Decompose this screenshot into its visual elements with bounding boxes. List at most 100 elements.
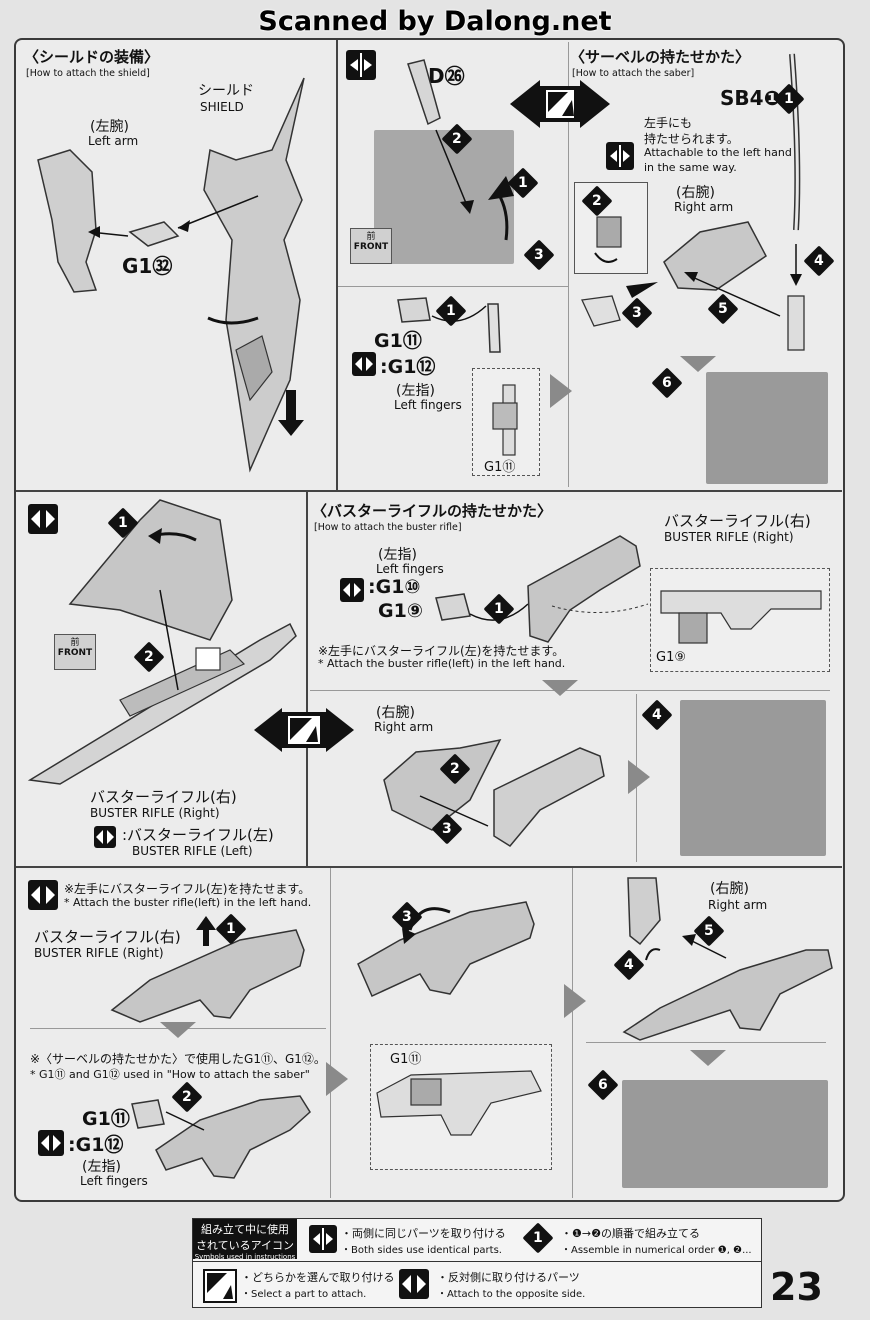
both-sides-icon-saber: [606, 142, 634, 170]
saber-note-en-2: in the same way.: [644, 161, 737, 174]
legend-head-jp-2: されているアイコン: [195, 1239, 295, 1252]
saber-note-jp-2: 持たせられます。: [644, 132, 739, 146]
bottom-part-g1-12: :G1⑫: [68, 1134, 124, 1156]
legend-both-en: ・Both sides use identical parts.: [341, 1245, 502, 1256]
divider-bottom-2: [572, 868, 573, 1198]
part-sb4-1: SB4❶: [720, 86, 781, 110]
rifle-note-en: * Attach the buster rifle(left) in the l…: [318, 657, 566, 670]
part-g1-11: G1⑪: [374, 330, 422, 352]
front-indicator-rifle-en: FRONT: [57, 648, 93, 658]
rifle-note-jp: ※左手にバスターライフル(左)を持たせます。: [318, 644, 565, 658]
left-arm-label: (左腕): [90, 119, 129, 135]
part-g1-10: :G1⑩: [368, 576, 421, 598]
bottom-right-arm-label: (右腕): [710, 881, 749, 897]
inset-part-g1-9: G1⑨: [656, 650, 686, 665]
left-fingers-label: (左指): [396, 383, 435, 399]
divider-row2: [16, 866, 842, 868]
part-g1-9: G1⑨: [378, 600, 423, 622]
left-arm-label-en: Left arm: [88, 134, 139, 148]
front-indicator-en: FRONT: [353, 242, 389, 252]
legend-order-icon: 1: [522, 1222, 554, 1254]
front-indicator-jp: 前: [366, 232, 376, 242]
saber-title: 〈サーベルの持たせかた〉: [570, 48, 751, 66]
divider-row1: [16, 490, 842, 492]
next-arrow: [550, 374, 572, 408]
divider-mid-vertical: [306, 492, 308, 866]
saber-title-en: [How to attach the saber]: [572, 68, 695, 79]
bottom-step-1-label: 1: [226, 921, 236, 937]
shield-title: 〈シールドの装備〉: [24, 48, 160, 66]
bottom-note-en: * Attach the buster rifle(left) in the l…: [64, 896, 312, 909]
rifle-grip-inset: [650, 568, 830, 672]
bottom-step-6-label: 6: [598, 1077, 608, 1093]
rifle-left-fingers-label: (左指): [378, 547, 417, 563]
part-d26: D㉖: [428, 64, 465, 88]
shield-label-en: SHIELD: [200, 100, 244, 114]
legend-opposite-icon: [399, 1269, 429, 1299]
rifle-hold-right-label-en: BUSTER RIFLE (Right): [664, 530, 794, 544]
rifle-right-arm-label-en: Right arm: [374, 720, 434, 734]
rifle-right-label: バスターライフル(右): [90, 788, 237, 806]
bottom-next-arrow: [160, 1022, 196, 1038]
shield-label: シールド: [198, 83, 254, 99]
rifle-next-arrow: [542, 680, 578, 696]
divider-top-vertical: [336, 40, 338, 492]
bottom-fingers-label-en: Left fingers: [80, 1174, 148, 1188]
icon-legend: 組み立て中に使用 されているアイコン Symbols used in instr…: [192, 1218, 762, 1308]
rifle-left-label-en: BUSTER RIFLE (Left): [132, 844, 253, 858]
bottom-right-arm-label-en: Right arm: [708, 898, 768, 912]
bottom-fingers-label: (左指): [82, 1159, 121, 1175]
legend-order-jp: ・❶→❷の順番で組み立てる: [561, 1227, 700, 1240]
bottom-step-2-label: 2: [182, 1089, 192, 1105]
legend-head: 組み立て中に使用 されているアイコン Symbols used in instr…: [193, 1219, 297, 1261]
bottom-part-g1-11: G1⑪: [82, 1108, 130, 1130]
bottom-reuse-en: * G1⑪ and G1⑫ used in "How to attach the…: [30, 1068, 310, 1081]
legend-opposite-jp: ・反対側に取り付けるパーツ: [437, 1271, 580, 1284]
divider-saber-horizontal: [338, 286, 568, 287]
bottom-grip-inset: [370, 1044, 552, 1170]
rifle-hold-right-label: バスターライフル(右): [664, 512, 811, 530]
legend-order-icon-label: 1: [533, 1230, 543, 1246]
bottom-step-3-label: 3: [402, 909, 412, 925]
bottom-step6-photo: [622, 1080, 828, 1188]
bottom-note-jp: ※左手にバスターライフル(左)を持たせます。: [64, 882, 311, 896]
divider-bottom-right: [586, 1042, 826, 1043]
rifle-left-fingers-label-en: Left fingers: [376, 562, 444, 576]
bottom-rifle-label-en: BUSTER RIFLE (Right): [34, 946, 164, 960]
front-indicator-rifle-jp: 前: [70, 638, 80, 648]
legend-both-sides-icon: [309, 1225, 337, 1253]
rifle-right-label-en: BUSTER RIFLE (Right): [90, 806, 220, 820]
bottom-next-arrow-2: [326, 1062, 348, 1096]
saber-note-en-1: Attachable to the left hand: [644, 146, 792, 159]
opposite-side-icon-rifle-left: [94, 826, 116, 848]
next-arrow-down: [680, 356, 716, 372]
legend-divider: [193, 1261, 761, 1262]
part-g1-32: G1㉜: [122, 254, 173, 278]
page-number: 23: [770, 1265, 823, 1309]
bottom-step-5-label: 5: [704, 923, 714, 939]
scan-banner: Scanned by Dalong.net: [258, 6, 612, 37]
legend-head-jp-1: 組み立て中に使用: [201, 1223, 289, 1236]
front-indicator-rifle: 前 FRONT: [54, 634, 96, 670]
part-g1-12: :G1⑫: [380, 356, 436, 378]
legend-head-en: Symbols used in instructions: [194, 1253, 296, 1261]
front-indicator: 前 FRONT: [350, 228, 392, 264]
saber-note-jp-1: 左手にも: [644, 116, 693, 130]
divider-saber-vertical: [568, 42, 569, 487]
opposite-side-icon-bottom-2: [38, 1130, 64, 1156]
inset-part-g1-11: G1⑪: [484, 460, 516, 475]
opposite-side-icon-rifle: [28, 504, 58, 534]
legend-select-icon: [203, 1269, 237, 1303]
opposite-side-icon-bottom: [28, 880, 58, 910]
legend-select-jp: ・どちらかを選んで取り付ける: [241, 1271, 395, 1284]
left-fingers-label-en: Left fingers: [394, 398, 462, 412]
legend-order-en: ・Assemble in numerical order ❶, ❷...: [561, 1245, 752, 1256]
